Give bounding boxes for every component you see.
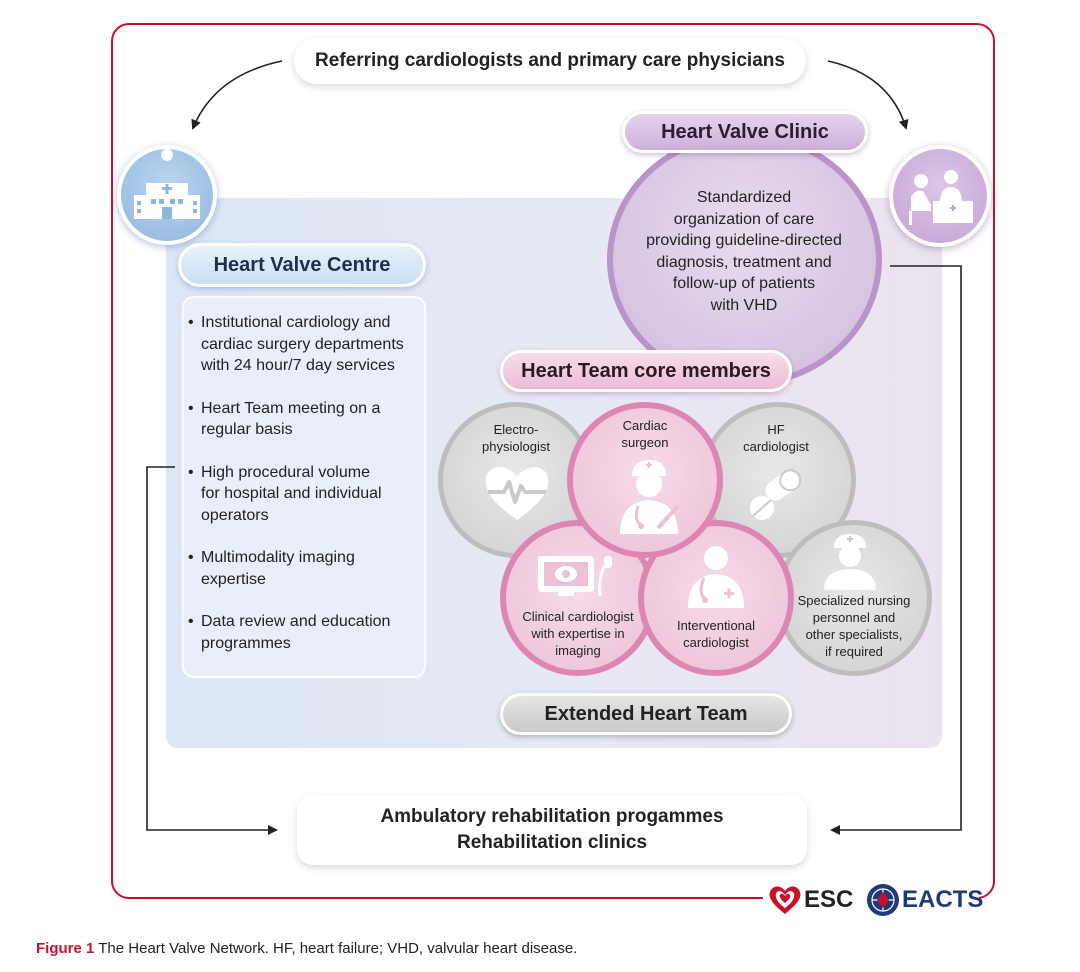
- figure-caption: Figure 1 The Heart Valve Network. HF, he…: [36, 940, 577, 957]
- referring-label: Referring cardiologists and primary care…: [315, 50, 785, 71]
- eacts-globe-logo-icon: [867, 884, 899, 916]
- heart-valve-centre-title: Heart Valve Centre: [178, 243, 426, 287]
- clinic-title-text: Heart Valve Clinic: [661, 120, 829, 143]
- heart-team-title-text: Heart Team core members: [521, 359, 771, 382]
- referring-box: Referring cardiologists and primary care…: [294, 38, 806, 84]
- eacts-logo-text: EACTS: [902, 886, 984, 913]
- arrow-to-centre: [191, 60, 283, 130]
- outer-frame: [111, 23, 995, 899]
- figure-label: Figure 1: [36, 940, 95, 957]
- centre-item: Data review and education programmes: [186, 611, 422, 654]
- centre-item: High procedural volume for hospital and …: [186, 462, 422, 527]
- esc-heart-logo-icon: [769, 886, 801, 914]
- heart-valve-clinic-title: Heart Valve Clinic: [622, 111, 868, 153]
- heart-rhythm-icon: [485, 467, 549, 520]
- centre-title-text: Heart Valve Centre: [213, 253, 391, 276]
- imaging-monitor-icon: [538, 556, 612, 597]
- extended-heart-team: Extended Heart Team: [500, 693, 792, 735]
- arrow-to-clinic: [827, 60, 909, 130]
- extended-team-text: Extended Heart Team: [544, 702, 748, 725]
- pill-capsule-icon: [750, 469, 802, 520]
- centre-list: Institutional cardiology and cardiac sur…: [186, 312, 422, 675]
- centre-item: Institutional cardiology and cardiac sur…: [186, 312, 422, 377]
- figure-caption-text: The Heart Valve Network. HF, heart failu…: [94, 940, 578, 957]
- nurse-icon: [824, 534, 876, 590]
- clinic-description: Standardized organization of care provid…: [646, 189, 842, 314]
- rehab-line-2: Rehabilitation clinics: [456, 832, 648, 853]
- surgeon-icon: [620, 460, 680, 534]
- centre-item: Heart Team meeting on a regular basis: [186, 398, 422, 441]
- interventional-doctor-icon: [688, 546, 744, 608]
- doctor-desk-icon: [889, 145, 991, 247]
- esc-logo-text: ESC: [804, 886, 854, 913]
- arrow-clinic-to-rehab: [830, 265, 962, 835]
- hospital-icon: [117, 145, 217, 245]
- arrow-centre-to-rehab: [146, 466, 278, 835]
- rehabilitation-box: Ambulatory rehabilitation progammes Reha…: [297, 795, 807, 865]
- rehab-line-1: Ambulatory rehabilitation progammes: [380, 806, 724, 827]
- label-electrophysiologist: Electro-physiologist: [482, 422, 550, 454]
- heart-team-title: Heart Team core members: [500, 350, 792, 392]
- centre-item: Multimodality imaging expertise: [186, 547, 422, 590]
